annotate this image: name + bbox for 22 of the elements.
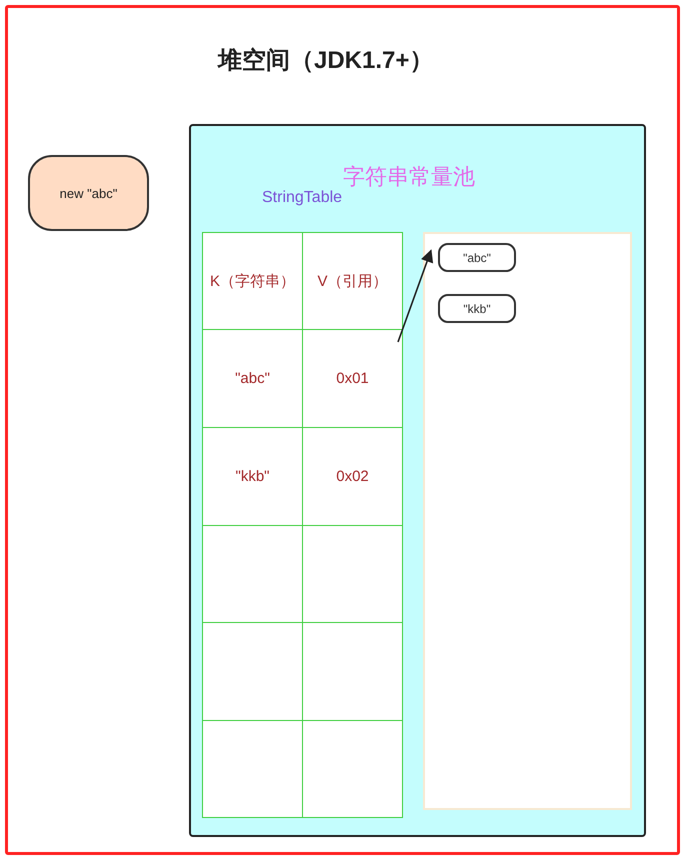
string-box: "kkb" bbox=[438, 294, 516, 323]
table-cell bbox=[302, 525, 403, 623]
table-name: StringTable bbox=[262, 189, 342, 207]
pool-title: 字符串常量池 bbox=[343, 163, 475, 191]
string-pool-panel bbox=[189, 124, 646, 837]
arrow bbox=[397, 249, 434, 342]
table-cell bbox=[202, 720, 303, 818]
table-cell: 0x02 bbox=[302, 427, 403, 526]
string-box: "abc" bbox=[438, 243, 516, 272]
table-cell: "abc" bbox=[202, 329, 303, 428]
object-box: new "abc" bbox=[28, 155, 149, 231]
table-cell bbox=[302, 720, 403, 818]
table-cell: K（字符串） bbox=[202, 232, 303, 330]
heap-area-panel bbox=[423, 232, 632, 810]
table-cell: "kkb" bbox=[202, 427, 303, 526]
table-cell bbox=[302, 622, 403, 721]
table-cell bbox=[202, 525, 303, 623]
heap-frame bbox=[5, 5, 680, 855]
heading: 堆空间（JDK1.7+） bbox=[218, 46, 434, 76]
table-cell: V（引用） bbox=[302, 232, 403, 330]
table-cell bbox=[202, 622, 303, 721]
table-cell: 0x01 bbox=[302, 329, 403, 428]
